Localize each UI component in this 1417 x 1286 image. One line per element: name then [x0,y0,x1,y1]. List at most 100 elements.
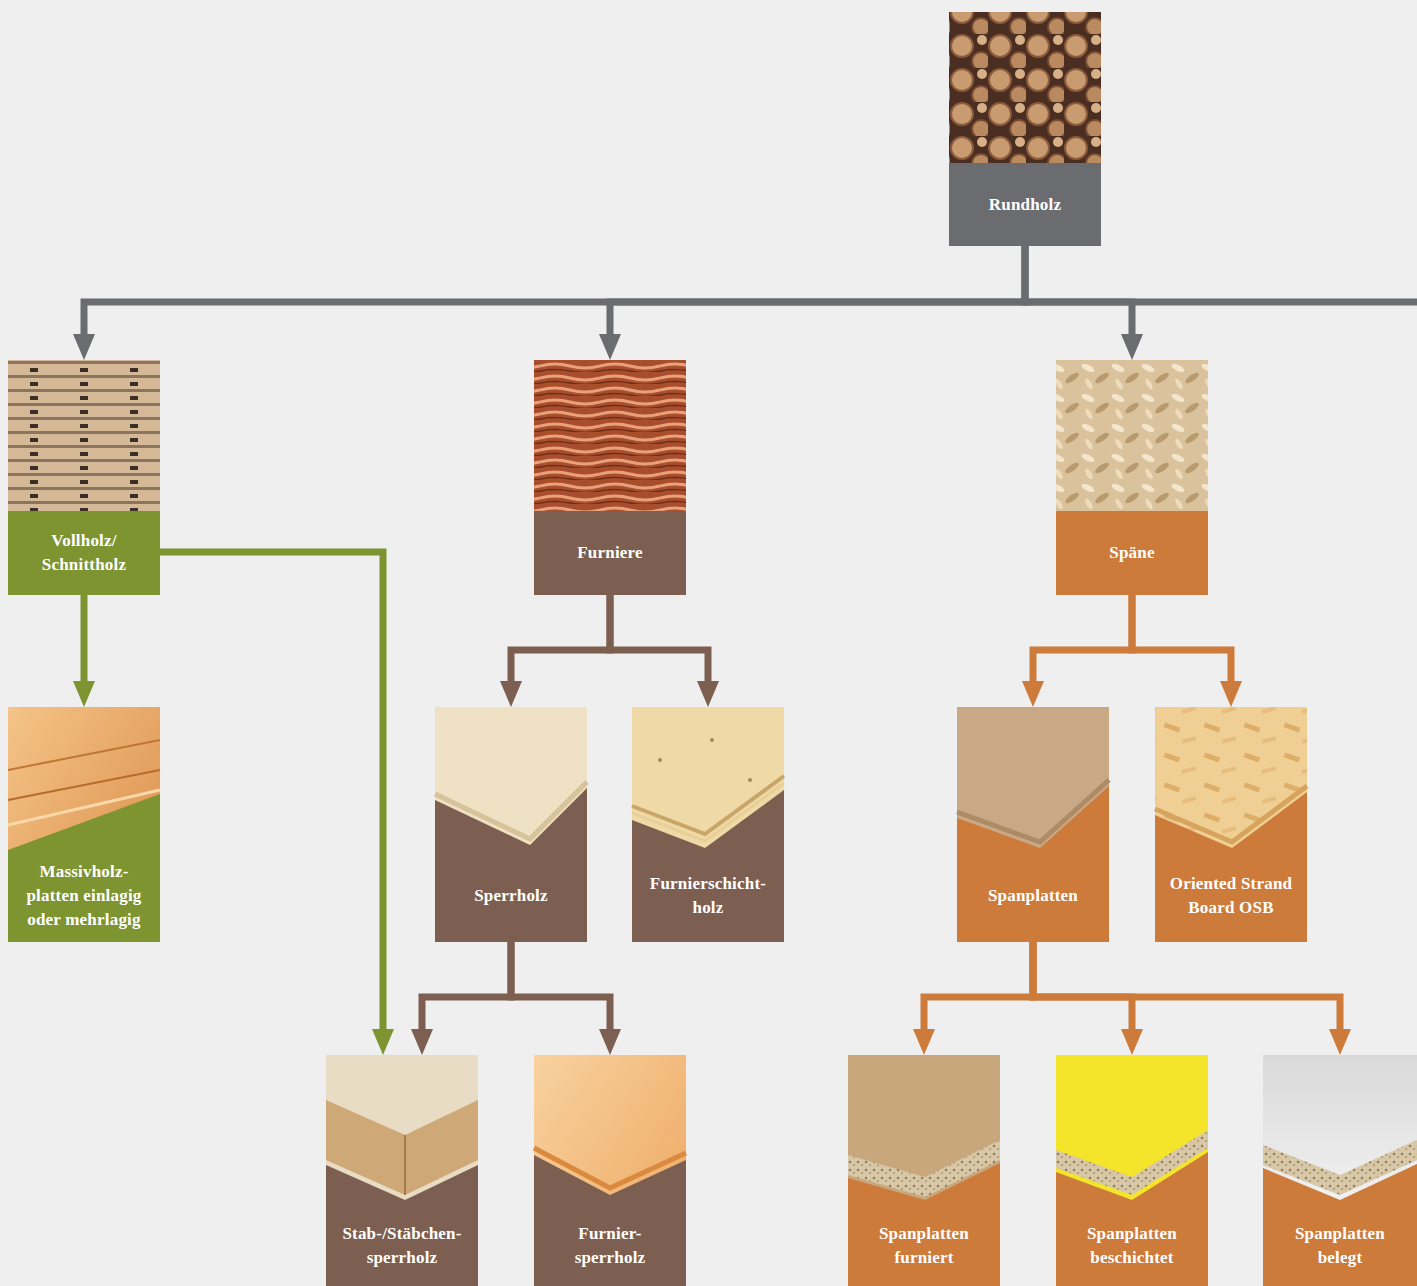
label-area: Spanplatten [957,850,1109,942]
card-stabsperrholz [326,1055,478,1286]
board-edge [404,1135,406,1195]
card-sperrholz [435,707,587,942]
label-ground [957,786,1109,942]
node-label: Rundholz [957,193,1093,217]
board-photo [534,1055,686,1286]
flow-arrow [81,594,88,693]
node-label: Sperrholz [443,884,579,908]
label-ground [632,790,784,942]
node-label: Oriented Strand Board OSB [1163,872,1299,920]
card-spaene [1056,360,1208,595]
card-furniere [534,360,686,595]
label-area: Spanplatten belegt [1263,1205,1417,1286]
flow-arrow [1033,942,1132,1041]
board-photo [326,1055,478,1286]
card-spanplatten-beschichtet [1056,1055,1208,1286]
node-label: Furnier- sperrholz [542,1222,678,1270]
label-area: Spanplatten beschichtet [1056,1205,1208,1286]
label-ground [1056,1152,1208,1286]
label-ground [1155,792,1307,942]
flow-arrow [1132,594,1231,693]
material-card: Spanplatten [957,707,1109,942]
label-area: Furniere [534,511,686,594]
label-ground [435,788,587,942]
material-card: Späne [1056,360,1208,594]
card-massivholz [8,707,160,942]
flow-arrow [1025,246,1132,346]
flow-arrow [422,942,511,1041]
node-label: Spanplatten furniert [856,1222,992,1270]
node-label: Vollholz/ Schnittholz [16,529,152,577]
node-label: Furnierschicht- holz [640,872,776,920]
label-area: Oriented Strand Board OSB [1155,850,1307,942]
board-photo [1056,1055,1208,1286]
board-photo [1263,1055,1417,1286]
plank-photo [8,360,160,511]
flow-arrow [610,246,1025,346]
board-photo [8,707,160,942]
label-area: Furnier- sperrholz [534,1205,686,1286]
node-label: Spanplatten belegt [1271,1222,1409,1270]
card-spanplatten-belegt [1263,1055,1417,1286]
label-area: Rundholz [949,163,1101,246]
board-knot [658,758,662,762]
card-furniersperrholz [534,1055,686,1286]
label-area: Sperrholz [435,850,587,942]
flow-arrow [511,942,610,1041]
board-photo [435,707,587,942]
flow-arrow [1033,594,1132,693]
flow-arrow [610,594,708,693]
material-card: Stab-/Stäbchen- sperrholz [326,1055,478,1286]
node-label: Furniere [542,541,678,565]
card-osb [1155,707,1307,942]
label-area: Stab-/Stäbchen- sperrholz [326,1205,478,1286]
material-card: Furnierschicht- holz [632,707,784,942]
board-knot [748,778,752,782]
board-photo [848,1055,1000,1286]
node-label: Massivholz- platten einlagig oder mehrla… [16,860,152,931]
log-photo [949,12,1101,163]
material-card: Sperrholz [435,707,587,942]
label-ground [848,1163,1000,1286]
node-label: Spanplatten beschichtet [1064,1222,1200,1270]
node-label: Stab-/Stäbchen- sperrholz [334,1222,470,1270]
material-card: Furniere [534,360,686,594]
label-area: Späne [1056,511,1208,594]
label-ground [326,1165,478,1286]
label-ground [8,511,160,595]
label-ground [1263,1164,1417,1286]
material-card: Spanplatten beschichtet [1056,1055,1208,1286]
label-ground [8,794,160,942]
veneer-photo [534,360,686,511]
card-spanplatten [957,707,1109,942]
label-ground [1056,511,1208,595]
label-ground [534,511,686,595]
material-card: Massivholz- platten einlagig oder mehrla… [8,707,160,942]
label-area: Furnierschicht- holz [632,850,784,942]
card-rundholz [949,12,1101,246]
material-card: Oriented Strand Board OSB [1155,707,1307,942]
card-vollholz [8,360,160,595]
board-photo [957,707,1109,942]
material-card: Spanplatten furniert [848,1055,1000,1286]
card-furnierschichtholz [632,707,784,942]
material-card: Vollholz/ Schnittholz [8,360,160,594]
board-layer [8,740,160,770]
flow-arrow [1033,942,1340,1041]
board-photo [632,707,784,942]
flow-arrow [84,246,1025,346]
material-card: Rundholz [949,12,1101,246]
flow-arrow [924,942,1033,1041]
board-knot [710,738,714,742]
card-spanplatten-furniert [848,1055,1000,1286]
flow-arrow [160,552,383,1041]
material-card: Spanplatten belegt [1263,1055,1417,1286]
label-area: Spanplatten furniert [848,1205,1000,1286]
label-area: Massivholz- platten einlagig oder mehrla… [8,850,160,942]
node-label: Späne [1064,541,1200,565]
label-area: Vollholz/ Schnittholz [8,511,160,594]
node-label: Spanplatten [965,884,1101,908]
material-card: Furnier- sperrholz [534,1055,686,1286]
